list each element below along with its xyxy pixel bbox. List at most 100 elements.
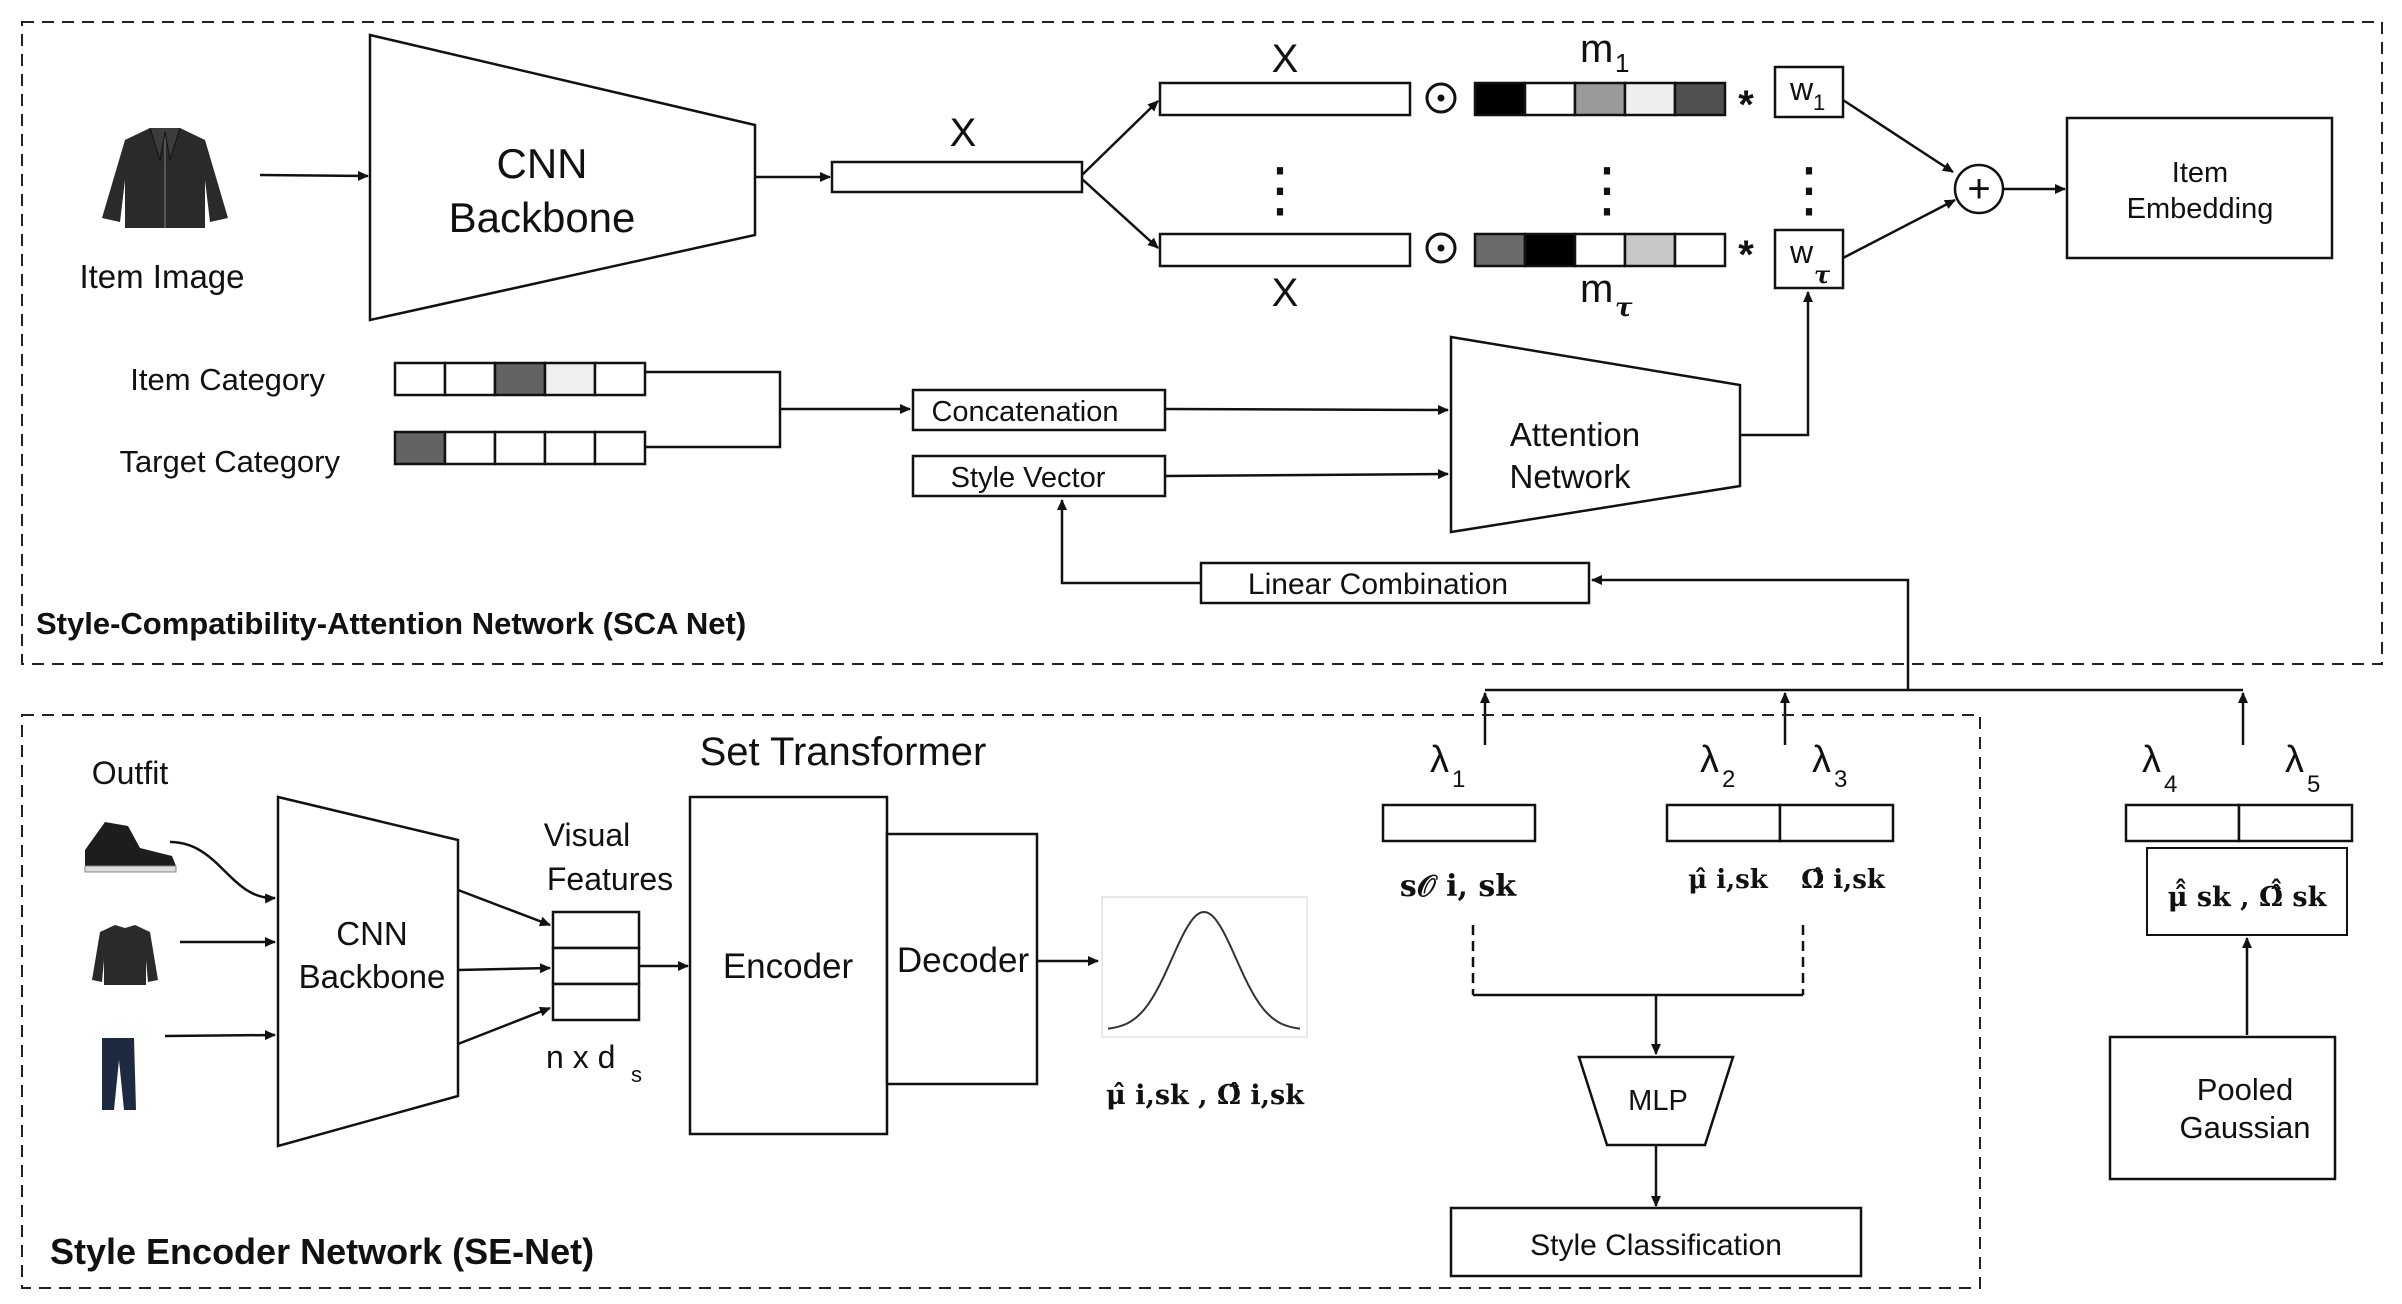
lambda-2: λ: [1700, 739, 1719, 781]
target-category-vector: [393, 430, 647, 466]
encoder-box: [688, 795, 889, 1136]
mu-hat-vector: [1665, 803, 1782, 843]
mt-label: m: [1580, 267, 1613, 311]
outfit-jacket-image: [92, 925, 158, 985]
star-bottom: *: [1738, 233, 1754, 277]
pooled-gaussian-line2: Gaussian: [2180, 1110, 2311, 1145]
mt-subscript: τ: [1615, 293, 1633, 323]
star-top: *: [1738, 83, 1754, 127]
item-image-label: Item Image: [79, 258, 244, 295]
wt-to-plus-arrow: [1842, 198, 1956, 260]
lambda-4-sub: 4: [2164, 771, 2177, 798]
se-net-region: [21, 714, 1981, 1289]
w-dots: ⋮: [1779, 156, 1839, 223]
vector-cell: [1623, 232, 1677, 268]
vector-cell: [1573, 232, 1627, 268]
lambdas-to-linear-combination-arrow: [1591, 575, 1910, 690]
vector-cell: [493, 430, 547, 466]
style-vector-to-attention-arrow: [1164, 469, 1449, 480]
odot-bottom-icon: [1425, 232, 1457, 264]
wt-box: [1773, 228, 1845, 290]
se-net-title: Style Encoder Network (SE-Net): [50, 1231, 594, 1272]
jeans-to-cnn-arrow: [164, 1030, 276, 1041]
vector-cell: [1473, 232, 1527, 268]
mask-m1: [1473, 81, 1727, 117]
vector-cell: [1523, 81, 1577, 117]
visual-feature-row-3: [551, 982, 641, 1022]
attention-network-line2: Network: [1509, 458, 1631, 495]
w1-label: w: [1789, 71, 1814, 107]
item-embedding-line1: Item: [2172, 157, 2228, 189]
gaussian-params-label: μ̂ i,sk , Ω̂ i,sk: [1106, 1080, 1305, 1111]
category-merge-bracket: [645, 370, 782, 449]
outfit-label: Outfit: [92, 755, 169, 791]
attention-network: [1449, 335, 1742, 534]
linear-combination-label: Linear Combination: [1248, 568, 1508, 601]
vector-cell: [1673, 81, 1727, 117]
x-split-top-arrow: [1081, 100, 1159, 176]
pooled-gaussian-box: [2108, 1035, 2337, 1181]
vector-cell: [543, 430, 597, 466]
cnn-backbone-sca-line2: Backbone: [449, 194, 636, 241]
lambda-3-sub: 3: [1834, 766, 1847, 793]
wt-label: w: [1789, 234, 1814, 270]
item-category-vector: [393, 361, 647, 397]
plus-symbol: +: [1967, 167, 1990, 211]
m1-label: m: [1580, 27, 1613, 71]
x-label-center: X: [950, 111, 977, 155]
linear-combination-box: [1199, 561, 1591, 605]
w1-box: [1773, 65, 1845, 119]
lambda-5-sub: 5: [2307, 771, 2320, 798]
cnn-backbone-se: [276, 795, 460, 1148]
mlp-block: [1577, 1055, 1735, 1147]
item-embedding-line2: Embedding: [2127, 193, 2274, 225]
sca-net-region: [21, 21, 2383, 665]
item-category-label: Item Category: [130, 362, 325, 397]
lambda-3: λ: [1812, 739, 1831, 781]
linear-combination-to-style-vector-arrow: [1057, 499, 1201, 585]
item-embedding-box: [2065, 116, 2334, 260]
pooled-omega-vector: [2237, 803, 2354, 843]
attention-to-w-arrow: [1740, 291, 1813, 437]
encoder-label: Encoder: [723, 947, 854, 986]
s-o-vector: [1381, 803, 1537, 843]
visual-feature-row-1: [551, 910, 641, 950]
outfit-shoe-image: [84, 822, 177, 873]
x-split-bottom-arrow: [1081, 178, 1159, 249]
visual-features-line1: Visual: [544, 817, 631, 853]
gaussian-plot: [1101, 896, 1308, 1038]
mlp-label: MLP: [1628, 1085, 1688, 1117]
odot-top-icon: [1425, 82, 1457, 114]
visual-feature-row-2: [551, 946, 641, 986]
vector-cell: [1623, 81, 1677, 117]
cnn-backbone-se-line1: CNN: [336, 915, 408, 952]
cnn-backbone-sca-line1: CNN: [497, 140, 588, 187]
pooled-gaussian-line1: Pooled: [2197, 1072, 2294, 1107]
vector-cell: [593, 430, 647, 466]
x-label-top: X: [1272, 37, 1299, 81]
s-o-label: s𝒪 i, sk: [1400, 869, 1517, 904]
decoder-box: [885, 832, 1039, 1086]
pooled-params-label: μ̂̂ sk , Ω̂̂ sk: [2168, 878, 2328, 913]
lambda-2-sub: 2: [1722, 766, 1735, 793]
vector-cell: [1573, 81, 1627, 117]
pooled-mu-vector: [2124, 803, 2241, 843]
vector-cell: [393, 430, 447, 466]
target-category-label: Target Category: [119, 444, 340, 479]
item-image: [102, 127, 228, 228]
vector-cell: [393, 361, 447, 397]
vector-cell: [1523, 232, 1577, 268]
w1-subscript: 1: [1813, 90, 1825, 115]
vector-cell: [443, 361, 497, 397]
gaussian-curve: [1107, 910, 1301, 1030]
vector-cell: [1473, 81, 1527, 117]
outfit-jeans-image: [102, 1038, 136, 1110]
lambda-5: λ: [2285, 739, 2304, 781]
n-x-d-subscript: s: [631, 1062, 642, 1087]
wt-subscript: τ: [1814, 260, 1831, 289]
vector-cell: [543, 361, 597, 397]
mask-mt: [1473, 232, 1727, 268]
sca-net-title: Style-Compatibility-Attention Network (S…: [36, 606, 746, 641]
x-feature-bar: [830, 160, 1084, 194]
